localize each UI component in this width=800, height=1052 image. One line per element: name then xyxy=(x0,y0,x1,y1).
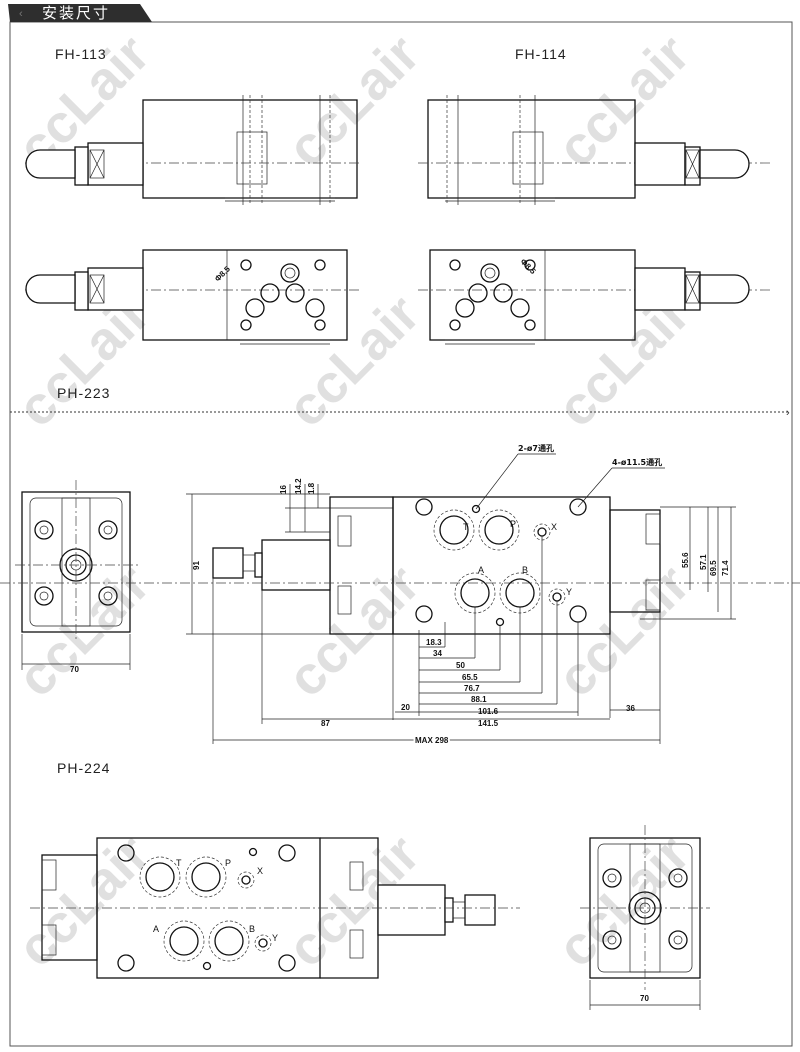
ph223-dim-1-8: 1.8 xyxy=(307,482,316,494)
ph223-dim-101-6: 101.6 xyxy=(478,707,499,716)
ph223-dim-57-1: 57.1 xyxy=(699,554,708,570)
watermark: ccLair xyxy=(276,24,431,179)
ph224-port-a: A xyxy=(153,924,159,934)
ph223-dim-max-length: MAX 298 xyxy=(415,736,449,745)
ph223-side-view: T P X A B Y 2-ø7通孔 4-ø11.5通孔 91 16 14.2 … xyxy=(0,443,800,747)
ph223-dim-50: 50 xyxy=(456,661,465,670)
ph223-note-small-holes: 2-ø7通孔 xyxy=(518,443,554,453)
ph223-dim-18-3: 18.3 xyxy=(426,638,442,647)
ph223-dim-34: 34 xyxy=(433,649,442,658)
section-label-ph223: PH-223 xyxy=(57,385,110,401)
ph224-end-view: 70 xyxy=(580,825,710,1010)
ph223-dim-36: 36 xyxy=(626,704,635,713)
ph224-port-p: P xyxy=(225,858,231,868)
ph224-port-b: B xyxy=(249,924,255,934)
ph223-port-x: X xyxy=(551,522,557,532)
ph224-port-t: T xyxy=(176,858,182,868)
drawing-frame xyxy=(9,21,793,1047)
watermark: ccLair xyxy=(6,554,161,709)
ph223-dim-55-6: 55.6 xyxy=(681,552,690,568)
ph224-end-view-width: 70 xyxy=(640,994,649,1003)
ph223-dim-20: 20 xyxy=(401,703,410,712)
ph224-side-view: T P X A B Y xyxy=(30,837,520,979)
header-chevron-icon: ‹ xyxy=(19,8,23,20)
ph224-port-y: Y xyxy=(272,933,278,943)
fh113-top-view xyxy=(25,95,360,205)
ph223-dim-87: 87 xyxy=(321,719,330,728)
ph224-port-x: X xyxy=(257,866,263,876)
ph223-port-b: B xyxy=(522,565,528,575)
header-tab xyxy=(8,4,152,22)
fh113-hole-diameter: Φ8.5 xyxy=(213,264,232,283)
header-title: 安装尺寸 xyxy=(42,4,110,22)
ph223-dim-69-5: 69.5 xyxy=(709,560,718,576)
watermark: ccLair xyxy=(6,824,161,979)
ph223-dim-14-2: 14.2 xyxy=(294,478,303,494)
ph223-port-p: P xyxy=(510,519,516,529)
section-label-fh113: FH-113 xyxy=(55,46,107,62)
fh114-hole-diameter: Φ8.5 xyxy=(519,257,538,276)
ph223-port-t: T xyxy=(463,522,469,532)
section-label-fh114: FH-114 xyxy=(515,46,567,62)
chevron-right-icon: › xyxy=(786,407,790,419)
watermark: ccLair xyxy=(546,554,701,709)
fh114-bottom-view: Φ8.5 xyxy=(418,249,770,345)
watermark: ccLair xyxy=(546,824,701,979)
section-label-ph224: PH-224 xyxy=(57,760,110,776)
ph223-dim-16: 16 xyxy=(279,485,288,494)
ph223-dim-141-5: 141.5 xyxy=(478,719,499,728)
ph223-note-large-holes: 4-ø11.5通孔 xyxy=(612,457,662,467)
ph223-end-view-width: 70 xyxy=(70,665,79,674)
ph223-port-y: Y xyxy=(566,587,572,597)
ph223-dim-88-1: 88.1 xyxy=(471,695,487,704)
fh114-top-view xyxy=(418,95,770,205)
ph223-dim-65-5: 65.5 xyxy=(462,673,478,682)
ph223-dim-71-4: 71.4 xyxy=(721,560,730,576)
ph223-end-view: 70 xyxy=(15,480,140,674)
ph223-port-a: A xyxy=(478,565,484,575)
watermark: ccLair xyxy=(276,284,431,439)
ph223-dim-76-7: 76.7 xyxy=(464,684,480,693)
ph223-dim-91: 91 xyxy=(192,561,201,570)
